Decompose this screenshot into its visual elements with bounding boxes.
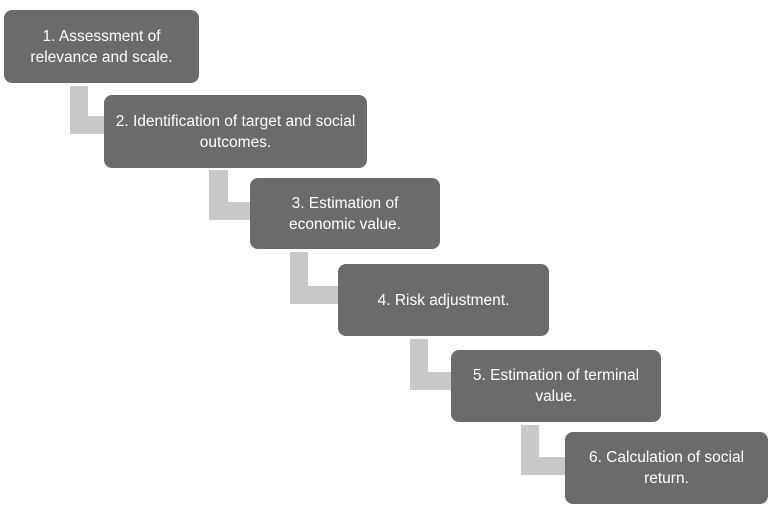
step-5-box: 5. Estimation of terminal value. <box>451 350 661 422</box>
step-4-box: 4. Risk adjustment. <box>338 264 549 336</box>
connector-3-4-h <box>290 286 338 304</box>
step-2-box: 2. Identification of target and social o… <box>104 95 367 168</box>
connector-5-6-h <box>521 457 565 475</box>
step-6-box: 6. Calculation of social return. <box>565 432 768 504</box>
connector-2-3-h <box>209 202 250 220</box>
step-3-label: 3. Estimation of economic value. <box>288 194 401 233</box>
step-1-label: 1. Assessment of relevance and scale. <box>30 27 173 66</box>
connector-1-2-h <box>70 116 104 134</box>
step-2-label: 2. Identification of target and social o… <box>115 112 356 151</box>
step-6-label: 6. Calculation of social return. <box>588 449 745 487</box>
step-3-box: 3. Estimation of economic value. <box>250 178 440 249</box>
step-1-box: 1. Assessment of relevance and scale. <box>4 10 199 83</box>
connector-4-5-h <box>410 372 451 390</box>
step-5-label: 5. Estimation of terminal value. <box>472 367 640 405</box>
step-4-label: 4. Risk adjustment. <box>377 291 510 309</box>
